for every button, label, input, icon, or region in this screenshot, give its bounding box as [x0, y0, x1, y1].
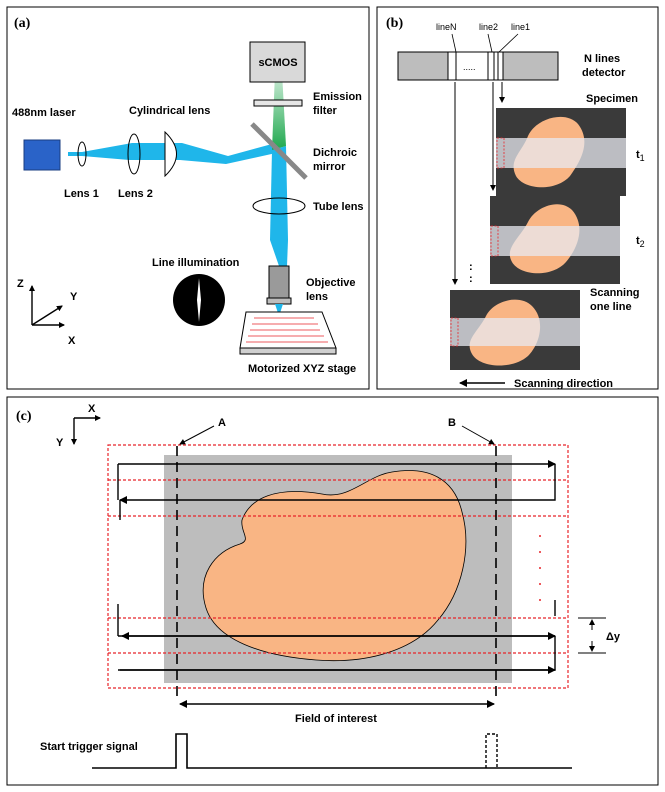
- panel-c: (c) X Y: [6, 396, 659, 786]
- laser-label: 488nm laser: [12, 107, 76, 119]
- t1-label: t1: [636, 149, 645, 163]
- objective-label-2: lens: [306, 291, 328, 303]
- axes-c: [71, 415, 101, 445]
- delta-y-label: Δy: [606, 631, 621, 643]
- laser-source: [23, 139, 61, 171]
- dichroic-label-1: Dichroic: [313, 147, 357, 159]
- trigger-pulse-b: [485, 733, 498, 768]
- detector-pointers: [451, 33, 519, 53]
- scan-rows: [107, 444, 569, 689]
- lens-2: [127, 133, 141, 175]
- axes-a: [29, 285, 65, 328]
- panel-b: (b) ..... lineN line2 line1 N lines dete…: [376, 6, 659, 390]
- row-dots: [539, 535, 541, 601]
- cylindrical-lens: [164, 130, 177, 178]
- detector-label-1: N lines: [584, 53, 620, 65]
- objective-label-1: Objective: [306, 277, 356, 289]
- axis-x-label: X: [68, 335, 76, 347]
- pointer-b: [461, 425, 495, 445]
- specimen-label: Specimen: [586, 93, 638, 105]
- axis-x-c: X: [88, 403, 96, 415]
- axis-y-c: Y: [56, 437, 64, 449]
- scmos-label: sCMOS: [258, 57, 297, 69]
- dichroic-mirror: [250, 122, 308, 180]
- scanning-label-1: Scanning: [590, 287, 640, 299]
- cylindrical-lens-label: Cylindrical lens: [129, 105, 210, 117]
- detector-dots: .....: [463, 62, 476, 72]
- emission-label-2: filter: [313, 105, 338, 117]
- emission-filter: [253, 99, 303, 107]
- axis-z-label: Z: [17, 278, 24, 290]
- scanning-direction-label: Scanning direction: [514, 378, 613, 390]
- vdots-2: :: [469, 273, 473, 285]
- scan-frame-t1: [496, 108, 626, 196]
- delta-y-marker: [578, 617, 606, 654]
- illumination-line: [197, 278, 201, 322]
- vdots-1: :: [469, 261, 473, 273]
- emission-label-1: Emission: [313, 91, 362, 103]
- specimen-shape: [202, 470, 467, 662]
- vertical-beam: [270, 146, 288, 266]
- tube-lens-label: Tube lens: [313, 201, 364, 213]
- lineN-label: lineN: [436, 22, 457, 32]
- line2-label: line2: [479, 22, 498, 32]
- label-a: A: [218, 417, 226, 429]
- scmos-camera: [249, 41, 306, 83]
- t2-label: t2: [636, 235, 645, 249]
- scanning-label-2: one line: [590, 301, 632, 313]
- field-label: Field of interest: [295, 713, 377, 725]
- scan-frame-tn: [450, 290, 580, 370]
- focus-cone: [275, 304, 283, 316]
- axis-y-label: Y: [70, 291, 78, 303]
- label-b: B: [448, 417, 456, 429]
- scan-frame-t2: [490, 196, 620, 284]
- objective: [268, 265, 290, 303]
- panel-b-label: (b): [386, 16, 403, 31]
- trigger-signal: [92, 733, 486, 769]
- stage-scan-lines: [246, 317, 328, 343]
- boundary-lines: [176, 446, 497, 698]
- trigger-label: Start trigger signal: [40, 741, 138, 753]
- objective-base: [266, 297, 292, 305]
- stage-label: Motorized XYZ stage: [248, 363, 356, 375]
- detector-lines: [455, 52, 499, 80]
- panel-a: (a) 488nm laser Cylindrical lens Lens 1 …: [6, 6, 370, 390]
- pointer-a: [179, 425, 215, 445]
- line1-label: line1: [511, 22, 530, 32]
- stage-base: [239, 347, 337, 355]
- panel-c-label: (c): [16, 409, 32, 424]
- tube-lens: [252, 197, 306, 215]
- emission-beam: [272, 72, 286, 150]
- lens2-label: Lens 2: [118, 188, 153, 200]
- detector-label-2: detector: [582, 67, 626, 79]
- lens1-label: Lens 1: [64, 188, 99, 200]
- panel-a-label: (a): [14, 16, 31, 31]
- dichroic-label-2: mirror: [313, 161, 346, 173]
- lens-1: [77, 141, 87, 167]
- line-illumination-label: Line illumination: [152, 257, 240, 269]
